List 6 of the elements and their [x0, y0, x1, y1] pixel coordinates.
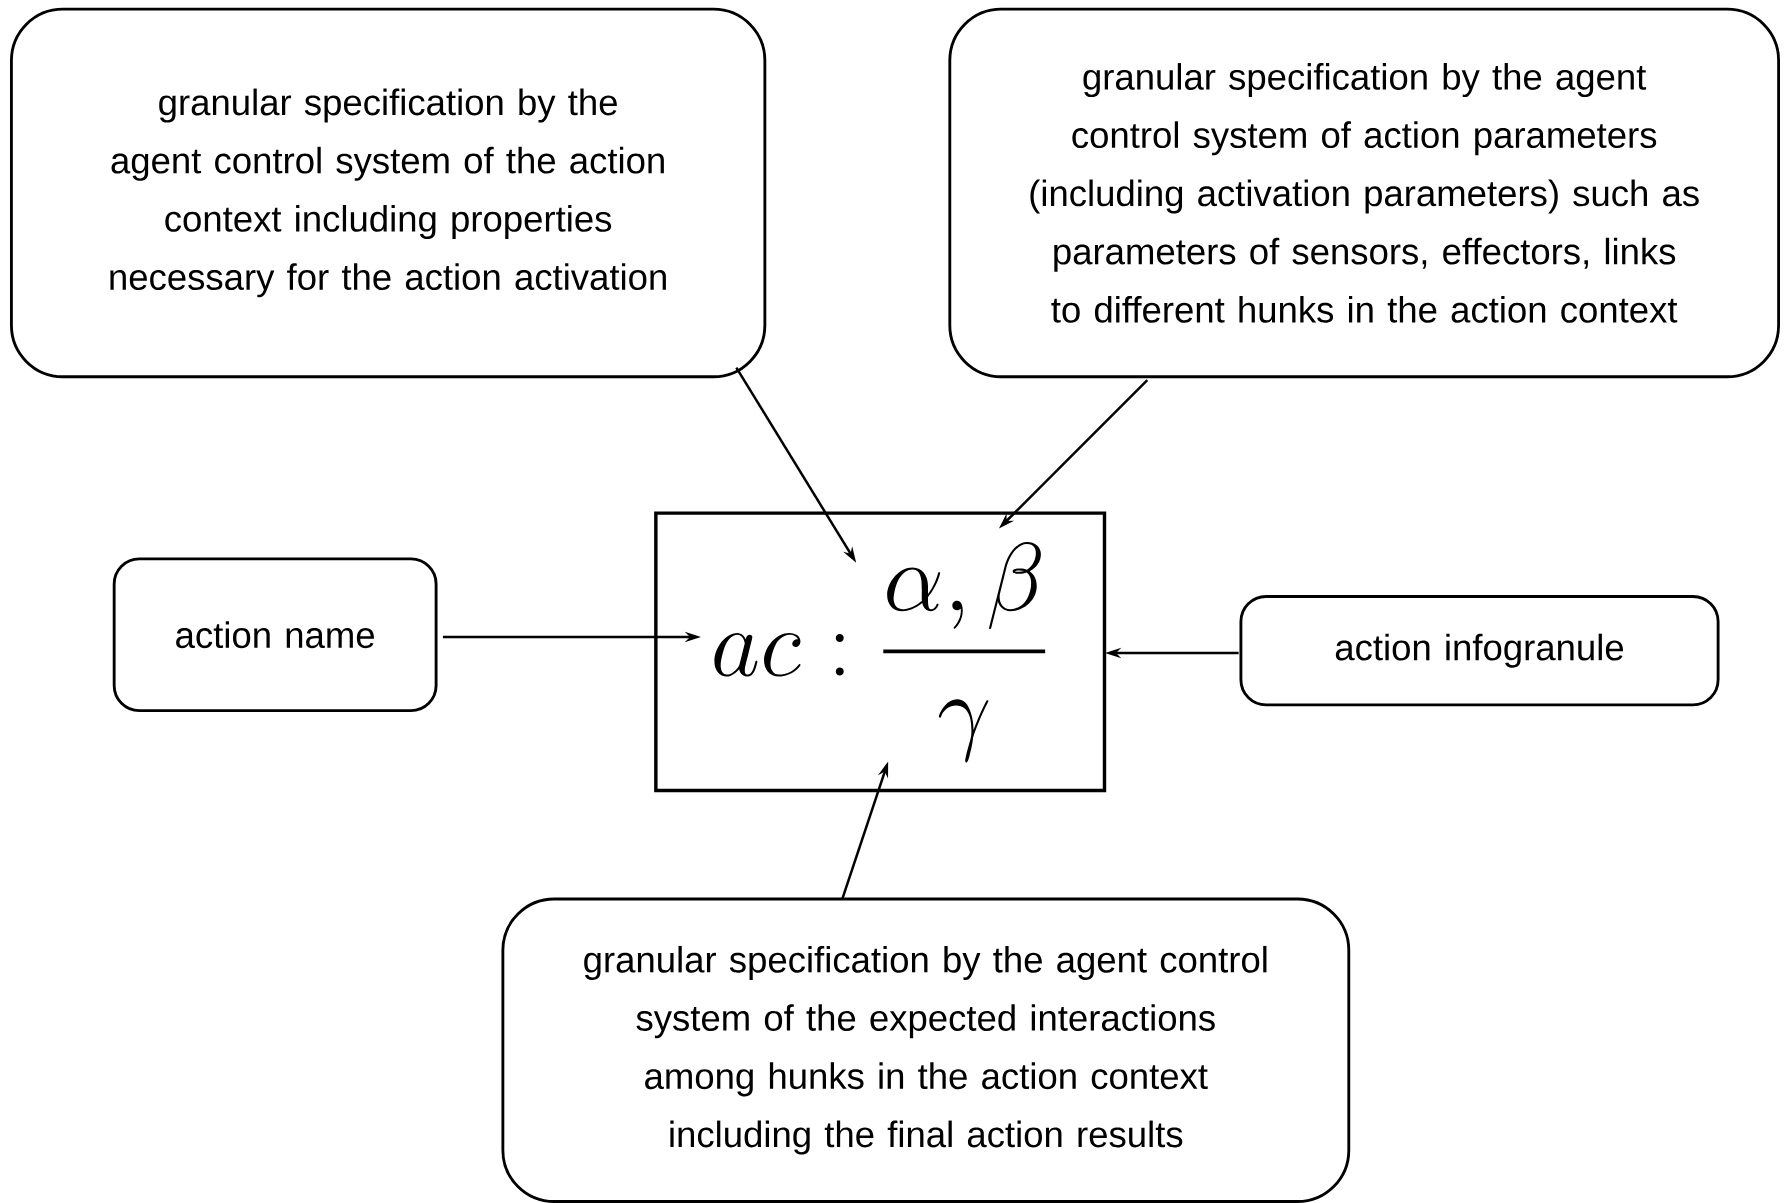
callout-box: granular specification by the agent control system of the expected interactions among hunks in the action context including the final action results: [501, 897, 1351, 1203]
formula-box: $ac:\dfrac{\alpha,\beta}{\gamma}$: [654, 511, 1107, 793]
callout-box: action name: [112, 557, 438, 712]
callout-box: action infogranule: [1239, 594, 1720, 707]
callout-box: granular specification by the agent control system of the action context including properties necessary for the action activation: [10, 7, 767, 379]
callout-box: granular specification by the agent control system of action parameters (including activation parameters) such as parameters of sensors, effectors, links to different hunks in the action context: [948, 7, 1781, 379]
